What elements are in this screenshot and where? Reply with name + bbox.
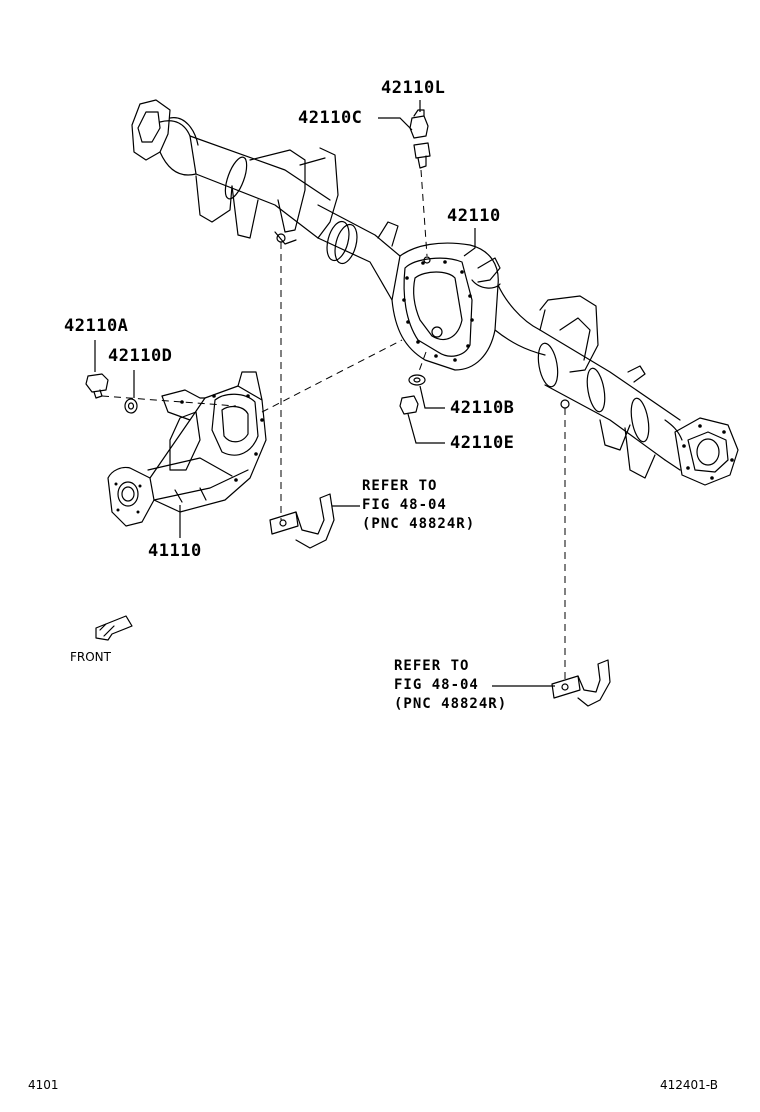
- bracket-right-drawing: [551, 659, 611, 707]
- part-label-42110b: 42110B: [450, 398, 515, 418]
- part-label-41110: 41110: [148, 541, 202, 561]
- refer-note-1-line1: REFER TO: [362, 478, 438, 494]
- leader-42110e: [407, 413, 445, 444]
- refer-note-2-line1: REFER TO: [394, 658, 470, 674]
- refer-note-1-line2: FIG 48-04: [362, 497, 447, 513]
- footer-left-code: 4101: [28, 1078, 59, 1092]
- part-label-42110l: 42110L: [381, 78, 446, 98]
- refer-note-1-line3: (PNC 48824R): [362, 516, 476, 532]
- differential-carrier-drawing: [107, 371, 267, 527]
- refer-note-2-line2: FIG 48-04: [394, 677, 479, 693]
- dash-bolt: [101, 395, 237, 407]
- refer-note-1: REFER TO FIG 48-04 (PNC 48824R): [362, 477, 475, 534]
- part-label-42110c: 42110C: [298, 108, 363, 128]
- refer-note-2-line3: (PNC 48824R): [394, 696, 508, 712]
- bolt-42110a-drawing: [85, 373, 109, 399]
- axle-housing-drawing: [131, 99, 739, 486]
- part-label-42110d: 42110D: [108, 346, 173, 366]
- leader-42110b: [419, 385, 445, 409]
- dash-gasket: [417, 351, 427, 375]
- part-label-42110e: 42110E: [450, 433, 515, 453]
- breather-plug-drawing: [409, 109, 431, 169]
- drain-plug-42110e-drawing: [399, 395, 419, 415]
- footer-right-code: 412401-B: [660, 1078, 718, 1092]
- part-label-42110: 42110: [447, 206, 501, 226]
- part-label-42110a: 42110A: [64, 316, 129, 336]
- refer-note-2: REFER TO FIG 48-04 (PNC 48824R): [394, 657, 507, 714]
- gasket-42110b-drawing: [408, 374, 426, 386]
- leader-42110: [463, 228, 476, 257]
- front-arrow-icon: [95, 615, 133, 641]
- dash-breather: [420, 169, 428, 257]
- leader-42110c: [378, 117, 413, 131]
- bracket-left-drawing: [269, 493, 335, 549]
- washer-42110d-drawing: [124, 398, 138, 414]
- front-label: FRONT: [70, 650, 111, 664]
- dash-carrier: [261, 339, 403, 413]
